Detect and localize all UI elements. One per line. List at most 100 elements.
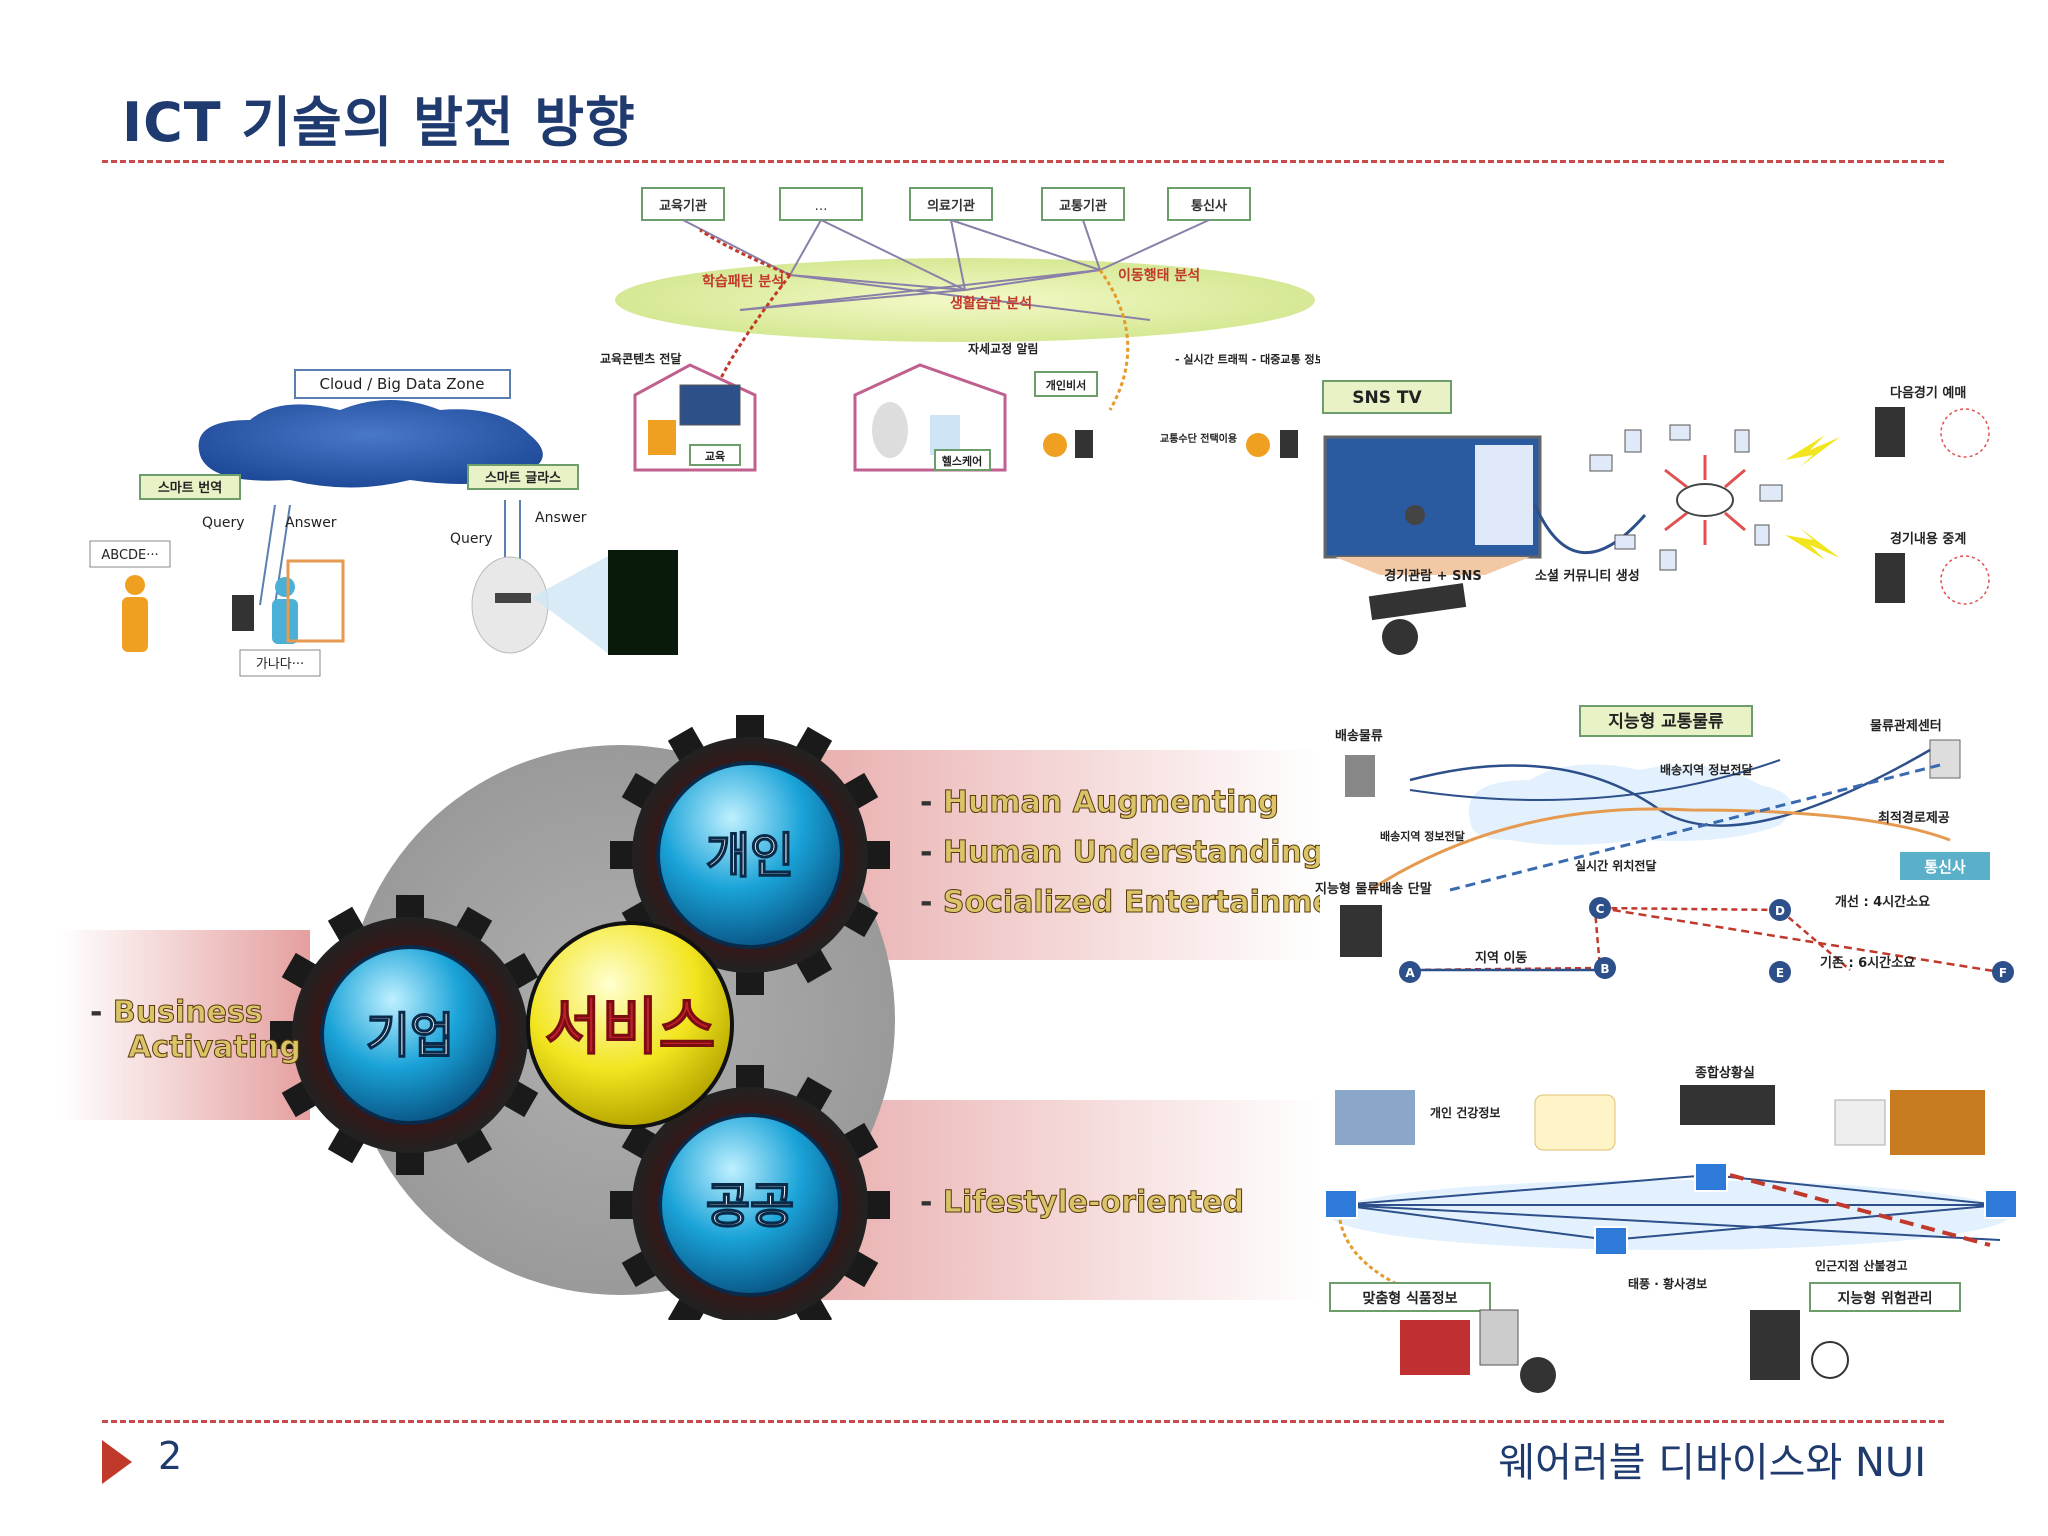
enterprise-item-0: - Business	[90, 995, 263, 1030]
node-f	[1992, 961, 2014, 983]
institution-boxes	[641, 187, 1251, 221]
risk-mgmt-box	[1809, 1282, 1961, 1312]
weather-panel	[1534, 1094, 1616, 1151]
risk-phone	[1750, 1310, 1800, 1380]
institution-label-2: 의료기관	[927, 198, 975, 214]
query-label-2: Query	[450, 531, 493, 547]
sns-watch-label: 경기관람 + SNS	[1384, 568, 1481, 584]
delivery-label: 교육콘텐츠 전달	[600, 351, 681, 366]
health-info-label: 개인 건강정보	[1430, 1105, 1500, 1120]
route-dashed	[1449, 763, 1941, 892]
improved-label: 개선 : 4시간소요	[1835, 894, 1930, 910]
food-user	[1520, 1357, 1556, 1393]
route-blue-2	[1409, 759, 1781, 801]
control-center-label: 물류관제센터	[1870, 718, 1942, 734]
node-a	[1399, 961, 1421, 983]
orange-frame	[286, 559, 345, 643]
cloud-zone-box	[294, 369, 511, 399]
runner-1	[1043, 433, 1067, 457]
posture-label: 자세교정 알림	[968, 341, 1038, 356]
secretary-box	[1034, 371, 1098, 397]
gear-public	[610, 1065, 890, 1320]
tv-stand	[1335, 557, 1530, 575]
lightning-2	[1785, 528, 1840, 560]
smart-translation-diagram: Cloud / Big Data Zone 스마트 번역 스마트 글라스 Que…	[89, 369, 678, 677]
gear-enterprise	[270, 895, 550, 1175]
food-info-label: 맞춤형 식품정보	[1362, 1290, 1457, 1307]
projection-beam	[532, 555, 610, 655]
relay-network	[1940, 555, 1990, 605]
forest-fire-image	[1890, 1090, 1985, 1155]
edu-delivery-arrow	[718, 274, 792, 381]
institution-label-3: 교통기관	[1059, 198, 1107, 214]
alert-line	[1729, 1173, 1991, 1247]
edu-flow-arrow	[699, 228, 791, 277]
person-blue-head	[275, 577, 295, 597]
relay-label: 경기내용 중계	[1890, 531, 1966, 547]
output-text: 가나다···	[256, 657, 304, 672]
risk-user	[1811, 1341, 1849, 1379]
transport-label: 교통수단 전택이용	[1160, 432, 1237, 445]
safety-diagram: 종합상황실 개인 건강정보 태풍 · 황사경보 인근지점 산불경고 맞춤형 식품…	[1324, 1065, 2018, 1393]
cctv-box	[1834, 1099, 1886, 1146]
glass-wearer-head	[471, 556, 549, 654]
node-b	[1594, 957, 1616, 979]
sns-tv-diagram: SNS TV 경기관람 + SNS 소셜 커뮤니티 생성 다음경기 예매 경기내…	[1322, 380, 1990, 655]
smart-glass-box	[467, 464, 579, 490]
query-label-1: Query	[202, 515, 245, 531]
sns-community-label: 소셜 커뮤니티 생성	[1535, 568, 1640, 584]
secretary-label: 개인비서	[1046, 378, 1086, 392]
personal-item-0: - Human Augmenting	[920, 785, 1279, 820]
personal-item-2: - Socialized Entertainment	[920, 885, 1320, 920]
title-divider	[102, 160, 1944, 163]
footer-divider	[102, 1420, 1944, 1423]
center-service-label: 서비스	[544, 990, 715, 1063]
house-health-label: 헬스케어	[942, 454, 982, 468]
social-rays	[1664, 455, 1746, 545]
info-send-1: 배송지역 정보전달	[1660, 762, 1753, 777]
network-ellipse	[1330, 1180, 2010, 1250]
node-b-label: B	[1600, 962, 1609, 976]
network-mesh	[1339, 1174, 2001, 1241]
answer-label-1: Answer	[285, 515, 337, 531]
input-text-box	[89, 540, 171, 568]
control-building	[1929, 739, 1961, 779]
smart-life-diagram: 교육기관 … 의료기관 교통기관 통신사 학습패턴 분석 생활습관 분석 이동행…	[600, 187, 1320, 472]
sns-tv-title: SNS TV	[1352, 388, 1422, 408]
sns-tv-title-box	[1322, 380, 1452, 414]
food-tablet	[1479, 1309, 1519, 1366]
public-item-0: - Lifestyle-oriented	[920, 1185, 1244, 1220]
smart-glass-label: 스마트 글라스	[485, 470, 561, 486]
telecom-label: 통신사	[1924, 858, 1966, 876]
optimal-route: 최적경로제공	[1878, 810, 1950, 826]
situation-room-label: 종합상황실	[1695, 1065, 1755, 1081]
realtime-location: 실시간 위치전달	[1575, 858, 1656, 873]
smart-glasses	[495, 593, 531, 603]
big-data-cloud	[198, 400, 543, 488]
route-orange	[1369, 807, 1951, 892]
analysis-cloud	[615, 258, 1315, 342]
smartphone	[232, 595, 254, 631]
info-send-2: 배송지역 정보전달	[1380, 829, 1465, 843]
node-c-label: C	[1596, 902, 1605, 916]
lightning-1	[1785, 435, 1840, 467]
tv-ball	[1405, 505, 1425, 525]
tv-panel	[1475, 445, 1533, 545]
next-game-network	[1940, 408, 1990, 458]
slide-title: ICT 기술의 발전 방향	[122, 91, 636, 154]
gear-public-label: 공공	[706, 1178, 794, 1234]
next-game-label: 다음경기 예매	[1890, 385, 1966, 401]
service-gears: 서비스 개인 기업 공공 - Human Augmenting - Human …	[60, 715, 1320, 1320]
delivery-building	[1345, 755, 1375, 797]
logistics-title: 지능형 교통물류	[1608, 711, 1724, 732]
telecom-box	[1900, 852, 1990, 880]
node-c	[1589, 897, 1611, 919]
analysis-label-2: 이동행태 분석	[1118, 267, 1200, 284]
footer-bullet-icon	[102, 1440, 132, 1484]
phone-2	[1280, 430, 1298, 458]
gear-personal-label: 개인	[706, 828, 794, 884]
matrix-display	[608, 550, 678, 655]
traffic-label-text: - 실시간 트래픽 - 대중교통 정보	[1175, 352, 1320, 366]
phone-1	[1075, 430, 1093, 458]
phone-relay	[1875, 553, 1905, 603]
